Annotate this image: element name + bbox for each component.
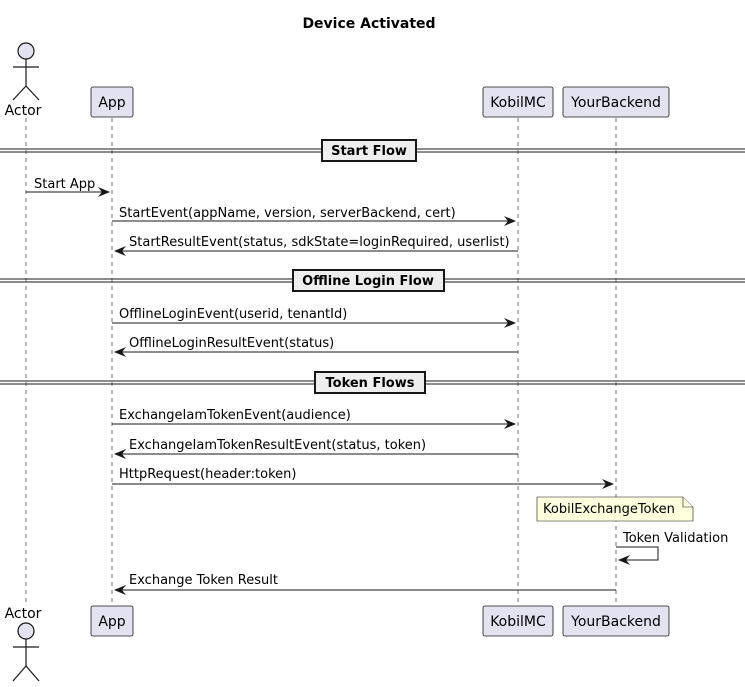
message-exchange-token-result: Exchange Token Result — [114, 573, 616, 595]
diagram-title: Device Activated — [302, 16, 435, 32]
divider-label: Offline Login Flow — [302, 274, 434, 289]
backend-participant-bottom: YourBackend — [562, 605, 670, 637]
message-exchange-iam-token-result-event: ExchangeIamTokenResultEvent(status, toke… — [114, 438, 518, 459]
app-participant-top: App — [90, 86, 134, 118]
kobilmc-participant-top: KobilMC — [482, 86, 554, 118]
backend-participant-top: YourBackend — [562, 86, 670, 118]
backend-label: YourBackend — [570, 614, 661, 630]
message-start-event: StartEvent(appName, version, serverBacke… — [112, 206, 516, 226]
actor-figure-icon — [12, 42, 40, 101]
message-label: ExchangeIamTokenResultEvent(status, toke… — [129, 438, 426, 453]
divider-token-flows: Token Flows — [0, 371, 745, 394]
message-label: Exchange Token Result — [129, 573, 278, 588]
message-label: HttpRequest(header:token) — [119, 467, 296, 482]
divider-offline-login-flow: Offline Login Flow — [0, 269, 745, 292]
divider-label: Token Flows — [326, 376, 415, 391]
message-token-validation: Token Validation — [616, 531, 728, 565]
message-start-result-event: StartResultEvent(status, sdkState=loginR… — [114, 235, 518, 256]
message-label: ExchangeIamTokenEvent(audience) — [119, 408, 351, 423]
actor-label: Actor — [5, 606, 42, 622]
actor-top: Actor — [5, 42, 42, 119]
actor-label: Actor — [5, 103, 42, 119]
message-label: StartEvent(appName, version, serverBacke… — [119, 206, 456, 221]
kobilmc-label: KobilMC — [490, 614, 546, 630]
message-exchange-iam-token-event: ExchangeIamTokenEvent(audience) — [112, 408, 516, 429]
kobilmc-participant-bottom: KobilMC — [482, 605, 554, 637]
app-label: App — [98, 614, 125, 630]
actor-figure-icon — [12, 622, 40, 682]
message-label: Token Validation — [622, 531, 728, 546]
message-http-request: HttpRequest(header:token) — [112, 467, 614, 489]
note-kobil-exchange-token: KobilExchangeToken — [536, 496, 694, 522]
app-label: App — [98, 95, 125, 111]
note-text: KobilExchangeToken — [543, 502, 675, 517]
message-label: OfflineLoginEvent(userid, tenantId) — [119, 307, 347, 322]
message-label: Start App — [34, 177, 95, 192]
backend-label: YourBackend — [570, 95, 661, 111]
message-offline-login-event: OfflineLoginEvent(userid, tenantId) — [112, 307, 516, 328]
message-offline-login-result-event: OfflineLoginResultEvent(status) — [114, 336, 518, 357]
divider-label: Start Flow — [331, 144, 407, 159]
kobilmc-label: KobilMC — [490, 95, 546, 111]
message-label: OfflineLoginResultEvent(status) — [129, 336, 334, 351]
app-participant-bottom: App — [90, 605, 134, 637]
actor-bottom: Actor — [5, 606, 42, 682]
lifelines — [25, 118, 617, 606]
message-start-app: Start App — [26, 177, 110, 197]
message-label: StartResultEvent(status, sdkState=loginR… — [129, 235, 510, 250]
divider-start-flow: Start Flow — [0, 139, 745, 162]
